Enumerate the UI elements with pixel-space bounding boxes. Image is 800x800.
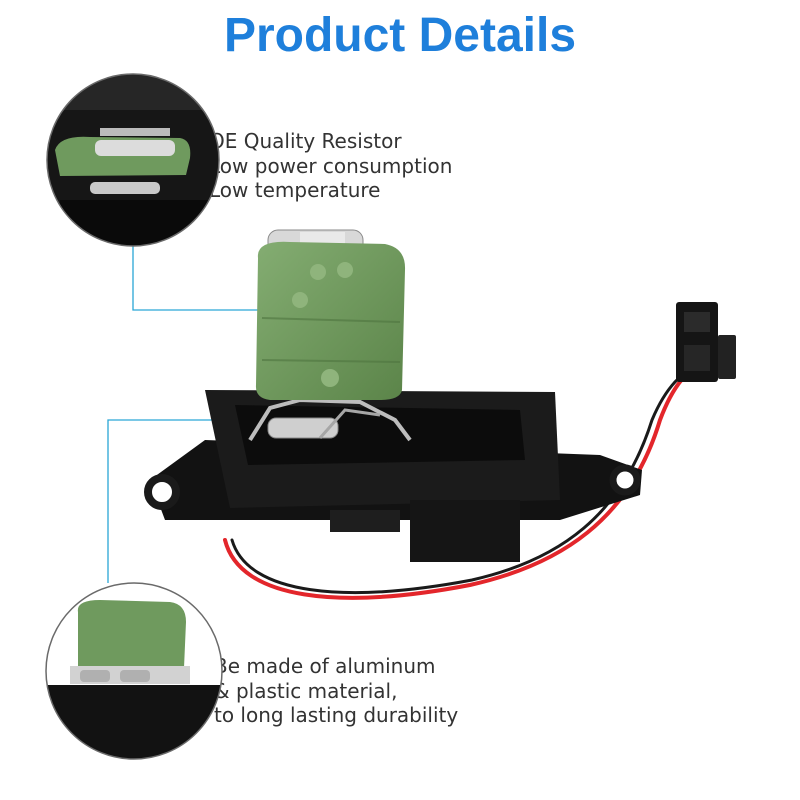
- leader-lines: [107, 246, 262, 583]
- top-detail-zoom: [46, 73, 220, 247]
- feature-oe-quality: OE Quality Resistor: [209, 129, 402, 153]
- feature-low-temperature: Low temperature: [209, 178, 381, 202]
- feature-aluminum: Be made of aluminum: [214, 654, 436, 678]
- feature-durability: to long lasting durability: [214, 703, 459, 727]
- resistor-block-icon: [255, 229, 406, 400]
- top-feature-list: OE Quality Resistor Low power consumptio…: [209, 129, 452, 203]
- feature-low-power: Low power consumption: [209, 153, 453, 178]
- feature-plastic: & plastic material,: [214, 678, 398, 703]
- page-title: Product Details: [223, 9, 577, 62]
- resistor-coil: [248, 397, 412, 442]
- resistor-housing: [144, 390, 642, 562]
- bottom-feature-list: Be made of aluminum & plastic material, …: [214, 654, 458, 728]
- bottom-detail-zoom: [45, 582, 223, 760]
- connector-plug-icon: [676, 302, 736, 382]
